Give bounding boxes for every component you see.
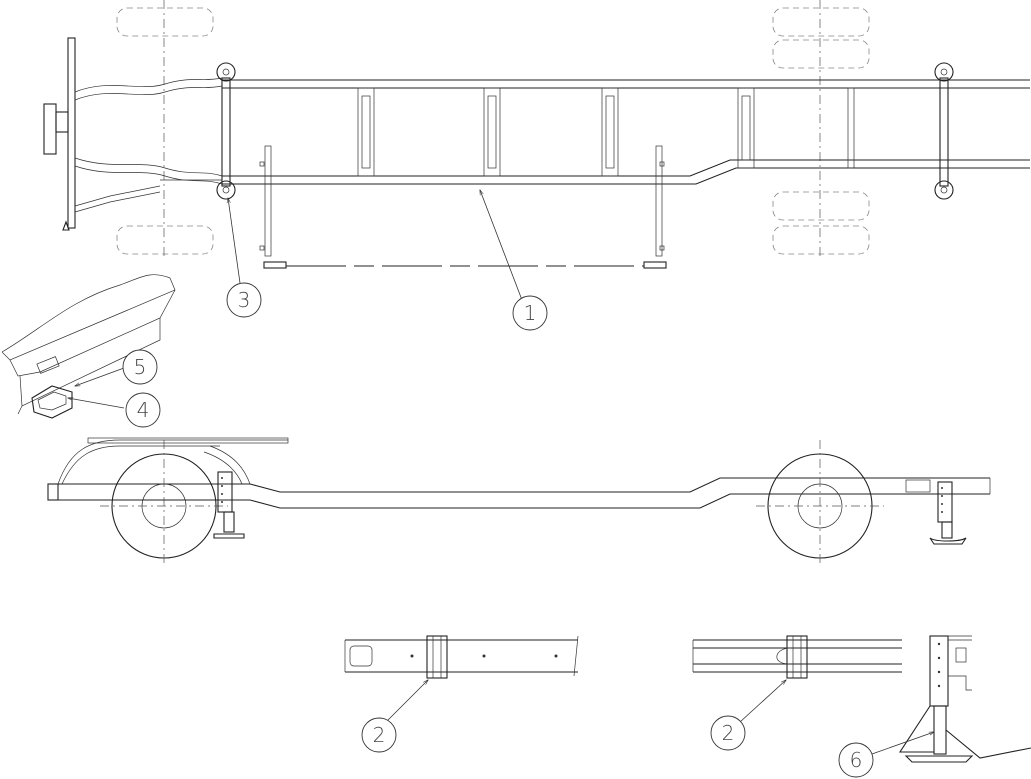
plan-rear-crossbar [935,63,953,199]
callout-6: 6 [839,743,873,777]
callout-2a: 2 [362,718,396,752]
detail-bracket-right [693,636,902,722]
detail-jack [872,636,1031,762]
leader-1 [480,190,522,300]
callout-6-label: 6 [850,748,863,772]
callout-1-label: 1 [524,301,537,325]
leader-2a [386,680,428,722]
callout-4: 4 [126,393,160,427]
plan-frame-rails [160,80,1030,184]
callout-2b: 2 [711,716,745,750]
side-view [48,438,990,565]
callout-3-label: 3 [238,288,251,312]
callout-1: 1 [513,296,547,330]
detail-bracket-left [345,636,578,722]
plan-outriggers [260,146,666,268]
callout-5-label: 5 [134,355,147,379]
callout-4-label: 4 [137,398,150,422]
callout-5: 5 [123,350,157,384]
leader-4 [68,398,124,408]
leader-6 [872,732,934,754]
plan-view [44,0,1030,300]
plan-front-crossbar [217,63,235,199]
leader-3 [228,198,240,283]
leader-2b [740,680,786,722]
callout-2a-label: 2 [373,723,386,747]
callout-2b-label: 2 [722,721,735,745]
plan-cross-members [358,88,854,176]
plan-front-end [44,38,222,230]
callout-3: 3 [227,283,261,317]
